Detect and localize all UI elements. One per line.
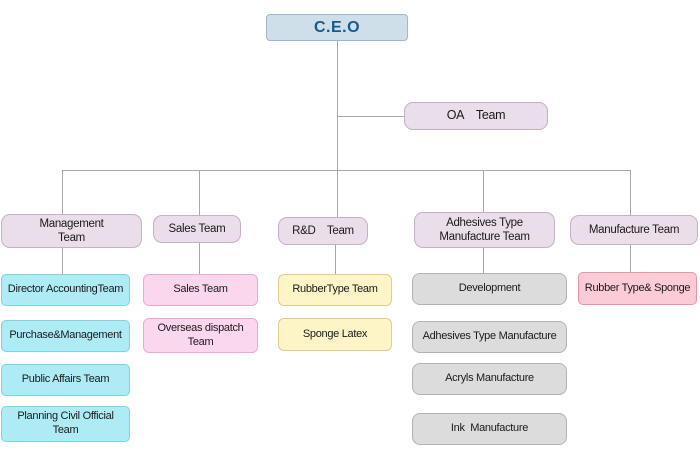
org-node-oa-team: OA Team — [404, 102, 548, 130]
org-node-acryls-manufacture: Acryls Manufacture — [412, 363, 567, 395]
org-node-public-affairs-team: Public Affairs Team — [1, 364, 130, 396]
sub-label: RubberType Team — [292, 283, 378, 296]
org-node-director-accounting-team: Director AccountingTeam — [1, 274, 130, 306]
org-node-sales-team: Sales Team — [153, 215, 241, 243]
branch-label: Sales Team — [168, 222, 226, 235]
connector-oa-team — [338, 116, 404, 117]
connector-management-drop — [62, 170, 63, 214]
sub-label: Purchase&Management — [9, 329, 122, 342]
org-node-ink-manufacture: Ink Manufacture — [412, 413, 567, 445]
sub-label: Adhesives Type Manufacture — [422, 330, 557, 343]
branch-label: R&D Team — [292, 224, 354, 237]
connector-rnd-children — [335, 245, 336, 274]
org-node-planning-civil-official-team: Planning Civil Official Team — [1, 406, 130, 442]
sub-label: Overseas dispatch Team — [157, 321, 244, 348]
connector-adhesives-children — [483, 248, 484, 273]
org-node-ceo: C.E.O — [266, 14, 408, 41]
connector-manufacture-children — [630, 245, 631, 272]
sub-label: Acryls Manufacture — [445, 372, 534, 385]
connector-sales-children — [199, 243, 200, 274]
branch-label: Adhesives Type Manufacture Team — [439, 216, 530, 243]
sub-label: Sponge Latex — [302, 327, 368, 340]
connector-manufacture-drop — [630, 170, 631, 215]
org-node-overseas-dispatch-team: Overseas dispatch Team — [143, 318, 258, 353]
sub-label: Sales Team — [173, 283, 228, 296]
sub-label: Development — [458, 282, 521, 295]
sub-label: Planning Civil Official Team — [17, 410, 114, 436]
connector-ceo-trunk — [337, 41, 338, 217]
org-node-rnd-team: R&D Team — [278, 217, 368, 245]
org-node-adhesives-type-manufacture-team: Adhesives Type Manufacture Team — [414, 212, 555, 248]
org-node-sponge-latex: Sponge Latex — [278, 318, 392, 351]
org-node-development: Development — [412, 273, 567, 305]
org-node-rubber-type-sponge: Rubber Type& Sponge — [578, 272, 697, 305]
org-node-rubbertype-team: RubberType Team — [278, 274, 392, 306]
org-node-sales-subteam: Sales Team — [143, 274, 258, 306]
org-node-purchase-management: Purchase&Management — [1, 320, 130, 352]
ceo-label: C.E.O — [313, 18, 361, 36]
sub-label: Director AccountingTeam — [7, 283, 124, 296]
org-node-manufacture-team: Manufacture Team — [570, 215, 698, 245]
connector-branch-bus — [62, 170, 630, 171]
sub-label: Rubber Type& Sponge — [584, 281, 691, 294]
connector-management-children — [62, 248, 63, 274]
org-node-management-team: Management Team — [1, 214, 142, 248]
branch-label: Management Team — [39, 217, 104, 244]
connector-sales-drop — [199, 170, 200, 215]
sub-label: Ink Manufacture — [450, 422, 529, 435]
connector-adhesives-drop — [483, 170, 484, 212]
org-node-adhesives-type-manufacture: Adhesives Type Manufacture — [412, 321, 567, 353]
branch-label: Manufacture Team — [588, 223, 680, 236]
sub-label: Public Affairs Team — [21, 373, 110, 386]
oa-team-label: OA Team — [446, 108, 506, 123]
